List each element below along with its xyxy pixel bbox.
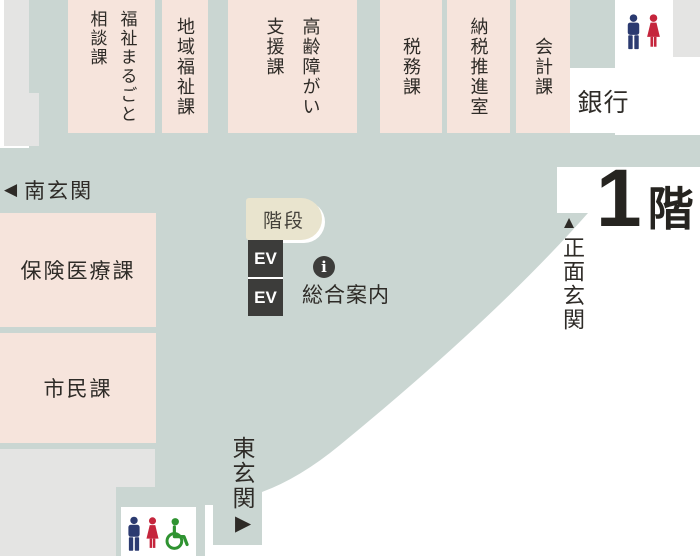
wheelchair-icon	[165, 518, 189, 550]
corridor-strip-top-left-wide	[4, 93, 39, 146]
information-label: 総合案内	[302, 284, 390, 307]
main-entrance-label: 正面玄関	[560, 236, 585, 332]
man-icon	[128, 516, 140, 551]
restroom-top	[615, 0, 672, 62]
floor-suffix: 階	[647, 183, 694, 235]
elevator-1: EV	[248, 240, 283, 277]
elevator-2: EV	[248, 279, 283, 316]
room-tax-label: 税務課	[401, 36, 421, 97]
room-tax-payment-promotion: 納税推進室	[447, 0, 510, 133]
room-tax-payment-promotion-label: 納税推進室	[468, 16, 489, 117]
room-accounting-label: 会計課	[533, 36, 553, 97]
south-entrance-label: 南玄関	[24, 180, 94, 203]
restroom-bottom	[121, 507, 196, 560]
information-icon-letter: i	[321, 258, 327, 276]
arrow-up-icon: ▲	[560, 213, 578, 232]
room-insurance-medical-label: 保険医療課	[20, 260, 136, 283]
arrow-right-icon: ▶	[235, 512, 252, 535]
east-entrance-label: 東玄関	[229, 436, 255, 511]
room-elderly-disability-support-label: 高齢障がい 支援課	[264, 16, 321, 117]
stairs-label: 階段	[262, 210, 305, 232]
bank-box: 銀行	[570, 68, 637, 133]
corridor-block-bottom-left-tall	[0, 449, 116, 556]
elevator-stack: EV EV	[248, 240, 283, 316]
floor-title: 1 階	[596, 153, 694, 244]
bank-label: 銀行	[577, 88, 630, 117]
information-icon: i	[313, 256, 335, 278]
room-welfare-consultation-label: 福祉まるごと 相談課	[87, 9, 137, 124]
room-citizens-label: 市民課	[43, 378, 113, 401]
room-insurance-medical: 保険医療課	[0, 213, 156, 327]
room-regional-welfare: 地域福祉課	[162, 0, 208, 133]
corridor-strip-top-right	[673, 0, 700, 57]
south-entrance: ◀ 南玄関	[4, 175, 93, 205]
room-elderly-disability-support: 高齢障がい 支援課	[228, 0, 357, 133]
room-regional-welfare-label: 地域福祉課	[175, 16, 195, 117]
arrow-left-icon: ◀	[4, 180, 18, 199]
floor-number: 1	[596, 153, 642, 244]
room-citizens: 市民課	[0, 333, 156, 443]
woman-icon	[146, 517, 159, 548]
room-welfare-consultation: 福祉まるごと 相談課	[68, 0, 155, 133]
room-tax: 税務課	[380, 0, 442, 133]
man-icon	[627, 14, 639, 50]
woman-icon	[646, 14, 660, 47]
stairs-area: 階段	[246, 198, 322, 240]
room-accounting: 会計課	[516, 0, 570, 133]
corridor-strip-top-left-narrow	[4, 0, 29, 93]
